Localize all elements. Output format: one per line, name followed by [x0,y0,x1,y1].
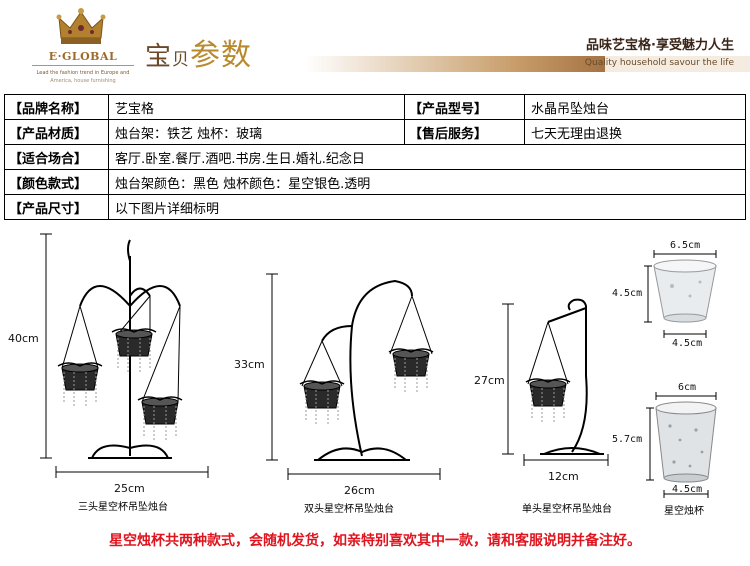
spec-value: 以下图片详细标明 [108,194,746,220]
single-candle-holder [525,298,604,455]
slogan: 品味艺宝格·享受魅力人生 [586,38,734,53]
clear-cup-bottom-label: 4.5cm [672,338,703,349]
triple-height-label: 40cm [8,332,39,345]
spec-label: 【适合场合】 [4,144,109,170]
table-row: 【产品材质】 烛台架：铁艺 烛杯：玻璃 【售后服务】 七天无理由退换 [4,119,746,145]
slogan-gradient-bar [305,56,605,72]
clear-cup [653,259,717,323]
spec-label: 【产品型号】 [404,94,525,120]
shipping-notice: 星空烛杯共两种款式，会随机发货，如亲特别喜欢其中一款，请和客服说明并备注好。 [109,533,641,549]
starry-cup-top-label: 6cm [678,382,697,393]
single-caption: 单头星空杯吊坠烛台 [522,504,612,515]
spec-label: 【颜色款式】 [4,169,109,195]
spec-value: 烛台架颜色：黑色 烛杯颜色：星空银色.透明 [108,169,746,195]
brand-name: E·GLOBAL [48,50,118,63]
brand-rule [32,65,134,66]
table-row: 【颜色款式】 烛台架颜色：黑色 烛杯颜色：星空银色.透明 [4,169,746,195]
spec-label: 【售后服务】 [404,119,525,145]
starry-cup-caption: 星空烛杯 [664,506,704,517]
single-height-label: 27cm [474,374,505,387]
title-char-1: 宝 [145,42,173,72]
spec-label: 【产品尺寸】 [4,194,109,220]
table-row: 【适合场合】 客厅.卧室.餐厅.酒吧.书房.生日.婚礼.纪念日 [4,144,746,170]
product-gallery: 40cm 25cm 三头星空杯吊坠烛台 33cm 26cm 双头星空杯吊坠烛台 … [0,226,750,526]
starry-cup [655,401,717,483]
table-row: 【产品尺寸】 以下图片详细标明 [4,194,746,220]
title-char-2: 贝 [172,50,191,70]
triple-width-label: 25cm [114,482,145,495]
double-caption: 双头星空杯吊坠烛台 [304,504,394,515]
slogan-en-background [605,56,750,72]
title-char-3: 参数 [190,38,253,73]
page-title: 宝贝参数 [145,30,305,73]
spec-label: 【品牌名称】 [4,94,109,120]
spec-table: 【品牌名称】 艺宝格 【产品型号】 水晶吊坠烛台 【产品材质】 烛台架：铁艺 烛… [4,94,746,220]
header-banner: E·GLOBAL Lead the fashion trend in Europ… [0,0,750,92]
table-row: 【品牌名称】 艺宝格 【产品型号】 水晶吊坠烛台 [4,94,746,120]
starry-cup-height-label: 5.7cm [612,434,643,445]
double-width-label: 26cm [344,484,375,497]
triple-candle-holder [57,239,183,459]
spec-value: 客厅.卧室.餐厅.酒吧.书房.生日.婚礼.纪念日 [108,144,746,170]
double-height-label: 33cm [234,358,265,371]
double-candle-holder [299,279,434,461]
clear-cup-height-label: 4.5cm [612,288,643,299]
clear-cup-top-label: 6.5cm [670,240,701,251]
spec-value: 艺宝格 [108,94,405,120]
crown-icon [56,8,106,44]
spec-label: 【产品材质】 [4,119,109,145]
single-width-label: 12cm [548,470,579,483]
triple-caption: 三头星空杯吊坠烛台 [78,502,168,513]
spec-value: 水晶吊坠烛台 [524,94,746,120]
brand-tagline-2: America, house furnishing [50,78,116,84]
brand-tagline: Lead the fashion trend in Europe and [36,70,130,76]
spec-value: 七天无理由退换 [524,119,746,145]
spec-value: 烛台架：铁艺 烛杯：玻璃 [108,119,405,145]
brand-logo: E·GLOBAL Lead the fashion trend in Europ… [28,8,138,88]
starry-cup-bottom-label: 4.5cm [672,484,703,495]
product-illustrations [40,233,717,498]
slogan-english: Quality household savour the life [584,58,734,68]
